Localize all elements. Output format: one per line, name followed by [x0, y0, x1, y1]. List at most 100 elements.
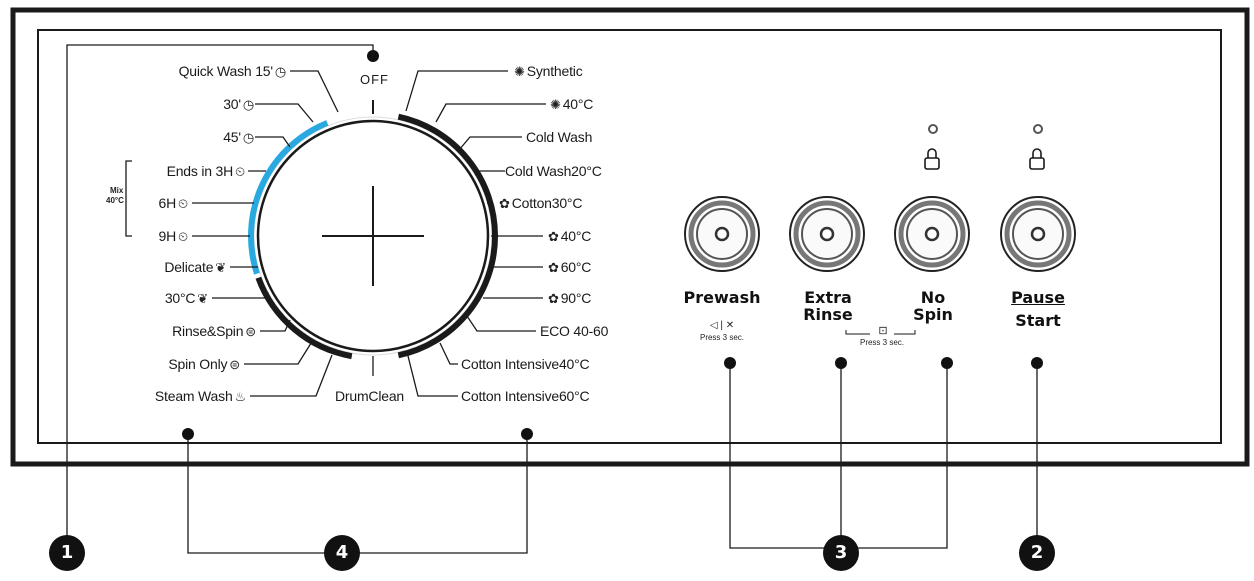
- dial-scale-highlight: [248, 120, 329, 275]
- prewash-button[interactable]: [684, 196, 760, 272]
- pause-start-button[interactable]: [1000, 196, 1076, 272]
- prewash-label: Prewash: [683, 288, 761, 307]
- mix-temp-label: 40°C: [106, 196, 124, 205]
- program-right-7: ✿90°C: [546, 290, 591, 307]
- program-label: 90°C: [560, 290, 592, 306]
- leaf-icon: ❦: [215, 260, 226, 275]
- program-label: Spin Only: [168, 356, 228, 372]
- program-left-6: Delicate❦: [164, 259, 228, 276]
- program-label: 6H: [158, 195, 177, 211]
- program-left-9: Spin Only⊜: [168, 356, 242, 373]
- program-right-8: ECO 40-60: [540, 323, 608, 339]
- clock-icon: ⏲: [178, 196, 188, 211]
- cotton-icon: ✿: [548, 229, 559, 244]
- program-left-7: 30°C❦: [165, 290, 210, 307]
- steam-icon: ♨: [234, 389, 247, 404]
- extra-rinse-button[interactable]: [789, 196, 865, 272]
- program-left-2: 45'◷: [223, 129, 256, 146]
- cotton-icon: ✿: [548, 291, 559, 306]
- spin-icon: ⊜: [229, 357, 240, 372]
- cotton-icon: ✿: [548, 260, 559, 275]
- child-lock-icon: [924, 148, 940, 170]
- dial-face: [256, 119, 490, 353]
- program-label: ECO 40-60: [540, 323, 609, 339]
- rinse-spin-icon: ⊜: [245, 324, 256, 339]
- program-label: Synthetic: [526, 63, 583, 79]
- callout-4-line: [187, 434, 528, 554]
- program-left-1: 30'◷: [223, 96, 256, 113]
- callout-2: 2: [1019, 535, 1055, 571]
- program-label: Cotton Intensive60°C: [461, 388, 590, 404]
- clock-icon: ⏲: [178, 229, 188, 244]
- program-label: 40°C: [560, 228, 592, 244]
- program-left-8: Rinse&Spin⊜: [172, 323, 258, 340]
- program-left-3: Ends in 3H⏲: [167, 163, 247, 180]
- drum-clean-label: DrumClean: [335, 388, 404, 404]
- callout-4: 4: [324, 535, 360, 571]
- child-lock-led: [928, 124, 938, 134]
- callout-3: 3: [823, 535, 859, 571]
- program-label: Cotton30°C: [511, 195, 583, 211]
- program-right-2: Cold Wash: [526, 129, 592, 145]
- program-label: Delicate: [164, 259, 214, 275]
- right-leader-lines: [405, 70, 546, 397]
- synthetic-icon: ✺: [514, 64, 525, 79]
- start-label: Start: [1015, 311, 1061, 330]
- program-label: 45': [223, 129, 241, 145]
- program-left-4: 6H⏲: [159, 195, 190, 212]
- dial-scale-left: [255, 276, 353, 360]
- program-right-10: Cotton Intensive60°C: [461, 388, 590, 404]
- extra-rinse-label-1: Extra: [804, 288, 852, 307]
- shared-lock-icon: ⊡: [878, 325, 888, 337]
- shared-press-sub: Press 3 sec.: [859, 338, 904, 347]
- button-group: [684, 196, 1076, 272]
- program-dial[interactable]: [248, 113, 498, 360]
- program-left-0: Quick Wash 15'◷: [179, 63, 288, 80]
- program-right-4: ✿Cotton30°C: [497, 195, 582, 212]
- mix-label: Mix: [110, 186, 124, 195]
- program-label: Cotton Intensive40°C: [461, 356, 590, 372]
- panel-inner-frame: [37, 29, 1222, 444]
- dial-off-label: OFF: [360, 72, 389, 87]
- timer-icon: ◷: [242, 97, 254, 112]
- program-label: Quick Wash 15': [178, 63, 273, 79]
- mix-bracket: [125, 160, 132, 237]
- program-label: Cold Wash: [526, 129, 593, 145]
- no-spin-button[interactable]: [894, 196, 970, 272]
- callout-3-line: [729, 363, 948, 549]
- leaf-icon: ❦: [197, 291, 208, 306]
- program-left-5: 9H⏲: [159, 228, 190, 245]
- program-right-1: ✺40°C: [548, 96, 593, 113]
- callout-1-line: [66, 44, 374, 541]
- program-label: 30°C: [164, 290, 196, 306]
- program-right-0: ✺Synthetic: [512, 63, 583, 80]
- program-right-6: ✿60°C: [546, 259, 591, 276]
- program-label: 60°C: [560, 259, 592, 275]
- program-label: Cold Wash20°C: [505, 163, 602, 179]
- program-label: 9H: [158, 228, 177, 244]
- sound-mute-icon: ◁ | ✕: [709, 320, 735, 331]
- timer-icon: ◷: [242, 130, 254, 145]
- program-right-9: Cotton Intensive40°C: [461, 356, 590, 372]
- program-left-10: Steam Wash♨: [155, 388, 248, 405]
- program-right-3: Cold Wash20°C: [505, 163, 602, 179]
- clock-icon: ⏲: [235, 164, 245, 179]
- program-label: 40°C: [562, 96, 594, 112]
- program-label: Steam Wash: [154, 388, 233, 404]
- synthetic-icon: ✺: [550, 97, 561, 112]
- program-label: 30': [223, 96, 241, 112]
- program-right-5: ✿40°C: [546, 228, 591, 245]
- panel-outer-frame: [10, 7, 1250, 467]
- program-label: Ends in 3H: [166, 163, 234, 179]
- door-lock-led: [1033, 124, 1043, 134]
- pause-label: Pause: [1011, 288, 1065, 307]
- left-leader-lines: [192, 70, 339, 397]
- prewash-sub: Press 3 sec.: [699, 333, 744, 342]
- program-label: Rinse&Spin: [172, 323, 244, 339]
- timer-icon: ◷: [274, 64, 286, 79]
- callout-1: 1: [49, 535, 85, 571]
- no-spin-label-2: Spin: [913, 305, 953, 324]
- cotton-icon: ✿: [499, 196, 510, 211]
- extra-rinse-label-2: Rinse: [803, 305, 853, 324]
